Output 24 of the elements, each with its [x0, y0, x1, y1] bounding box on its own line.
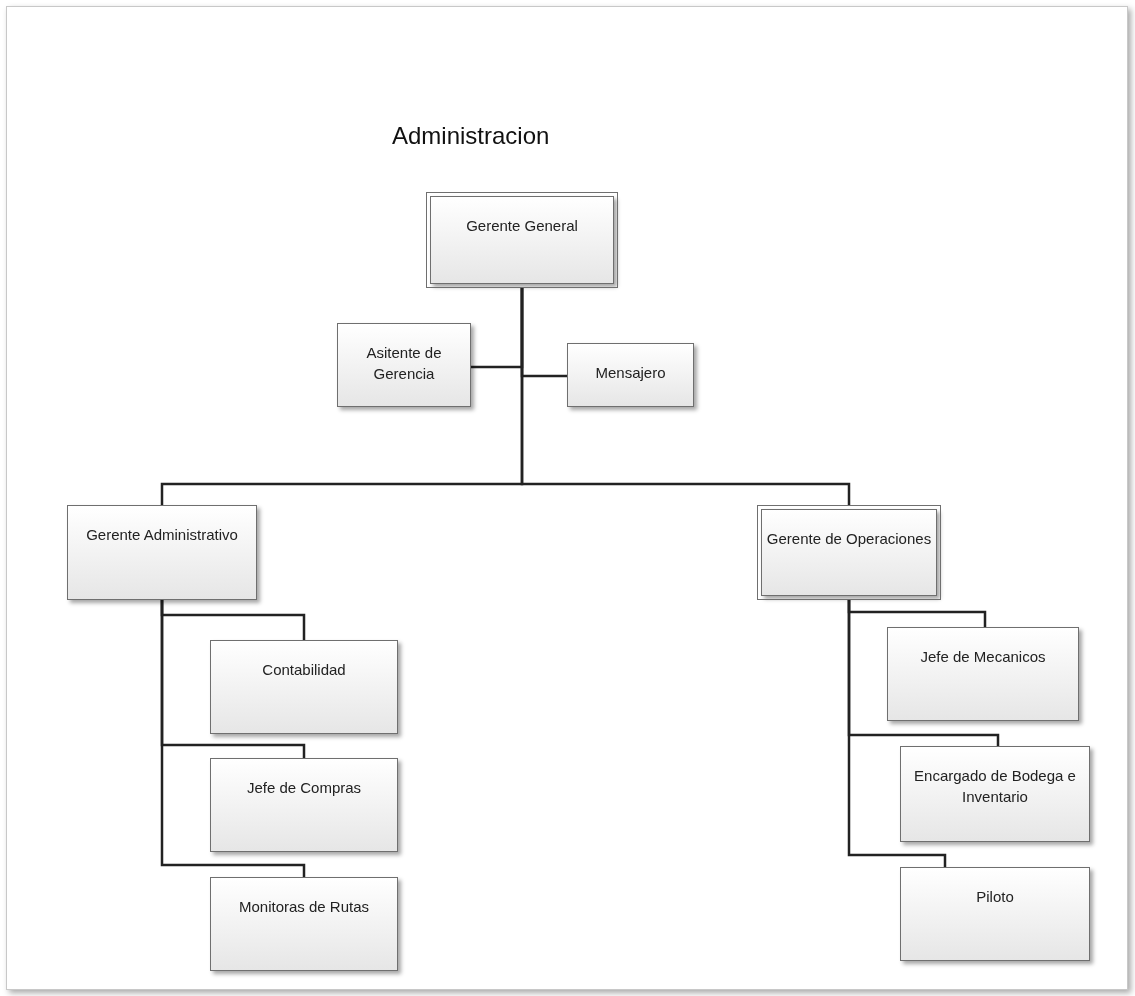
org-box	[210, 640, 398, 734]
connector-line	[160, 600, 306, 877]
org-box	[337, 323, 471, 407]
box-label: Piloto	[975, 887, 1015, 907]
box-label: Gerente General	[465, 216, 579, 236]
box-label: Gerente de Operaciones	[766, 529, 932, 549]
connector-line	[520, 288, 851, 505]
box-label: Jefe de Compras	[245, 778, 363, 798]
org-box	[567, 343, 694, 407]
org-box	[210, 758, 398, 852]
box-label: Mensajero	[594, 363, 667, 383]
org-box	[887, 627, 1079, 721]
box-label: Asitente de Gerencia	[365, 343, 443, 384]
connector-line	[847, 600, 947, 867]
org-box	[900, 746, 1090, 842]
box-label: Gerente Administrativo	[85, 525, 239, 545]
box-label: Monitoras de Rutas	[237, 897, 371, 917]
org-box	[67, 505, 257, 600]
box-label: Encargado de Bodega e Inventario	[913, 766, 1077, 807]
org-box	[900, 867, 1090, 961]
org-box	[210, 877, 398, 971]
title: Administracion	[392, 122, 550, 150]
box-label: Jefe de Mecanicos	[919, 647, 1047, 667]
box-label: Contabilidad	[261, 660, 347, 680]
